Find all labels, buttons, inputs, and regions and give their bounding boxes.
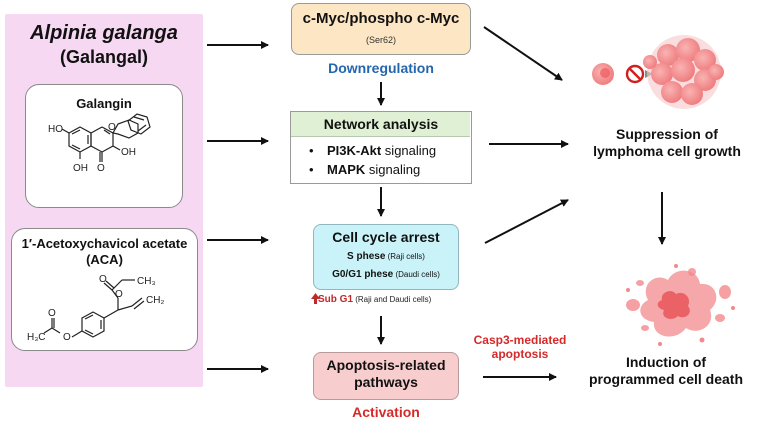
aca-name-line1: 1′-Acetoxychavicol acetate	[21, 236, 188, 251]
aca-name: 1′-Acetoxychavicol acetate (ACA)	[11, 236, 198, 268]
activation-label: Activation	[352, 404, 420, 420]
casp3-line1: Casp3-mediated	[473, 333, 567, 347]
plant-scientific-name: Alpinia galanga	[30, 22, 178, 44]
atom-label: OH	[73, 163, 88, 174]
suppression-line1: Suppression of	[616, 126, 718, 142]
atom-label: CH₂	[146, 295, 164, 306]
suppression-label: Suppression of lymphoma cell growth	[582, 126, 752, 160]
dying-cell-fragments-icon	[626, 264, 735, 346]
plant-title: Alpinia galanga (Galangal)	[5, 22, 203, 68]
phase-name: G0/G1 phese	[332, 269, 394, 280]
suppression-line2: lymphoma cell growth	[593, 143, 741, 159]
network-item-rest: signaling	[381, 143, 437, 158]
apoptosis-title-line2: pathways	[354, 374, 418, 390]
network-analysis-header	[291, 112, 470, 137]
galangin-structure	[61, 113, 151, 162]
cell-cycle-title: Cell cycle arrest	[332, 229, 440, 245]
atom-label: HO	[48, 124, 63, 135]
atom-label: CH₃	[137, 276, 156, 287]
atom-label: H₃C	[27, 332, 46, 343]
myc-box	[291, 3, 471, 55]
cell-death-line1: Induction of	[625, 354, 707, 370]
apoptosis-title: Apoptosis-related pathways	[313, 357, 459, 391]
apoptosis-title-line1: Apoptosis-related	[326, 357, 446, 373]
aca-name-line2: (ACA)	[86, 252, 123, 267]
aca-structure	[43, 279, 145, 338]
downregulation-label: Downregulation	[328, 60, 434, 76]
cell-death-label: Induction of programmed cell death	[578, 354, 754, 388]
cell-death-line2: programmed cell death	[588, 371, 744, 387]
network-item: • PI3K-Akt signaling	[309, 143, 436, 158]
phase-name: S phese	[347, 251, 386, 262]
myc-title: c-Myc/phospho c-Myc	[302, 10, 460, 27]
atom-label: O	[63, 332, 71, 343]
arrow	[483, 26, 563, 81]
bullet: •	[309, 143, 314, 158]
atom-label: O	[97, 163, 105, 174]
sub-g1-label: Sub G1 (Raji and Daudi cells)	[318, 294, 431, 305]
sub-g1-text: Sub G1	[318, 294, 354, 305]
cell-cycle-box	[313, 224, 459, 290]
atom-label: O	[108, 122, 116, 133]
apoptosis-box	[313, 352, 459, 400]
cell-cycle-line: S phese (Raji cells)	[313, 251, 459, 262]
phase-note: (Daudi cells)	[393, 270, 440, 279]
single-cell-icon	[592, 63, 614, 85]
cell-cycle-line: G0/G1 phese (Daudi cells)	[313, 269, 459, 280]
bullet: •	[309, 162, 314, 177]
network-item-bold: MAPK	[327, 162, 366, 177]
atom-label: OH	[121, 147, 136, 158]
network-item-rest: signaling	[365, 162, 421, 177]
atom-label: O	[99, 274, 107, 285]
casp3-label: Casp3-mediated apoptosis	[460, 333, 580, 361]
arrow	[484, 199, 569, 244]
casp3-line2: apoptosis	[491, 347, 549, 361]
myc-subtitle: (Ser62)	[365, 35, 396, 45]
atom-label: O	[48, 308, 56, 319]
atom-label: O	[115, 289, 123, 300]
up-arrow-icon	[311, 293, 320, 304]
phase-note: (Raji cells)	[385, 252, 425, 261]
sub-g1-note: (Raji and Daudi cells)	[353, 295, 432, 304]
tumor-cell-cluster-icon	[643, 35, 724, 109]
plant-common-name: (Galangal)	[59, 47, 148, 67]
network-item-bold: PI3K-Akt	[327, 143, 382, 158]
network-item: • MAPK signaling	[309, 162, 420, 177]
galangin-name: Galangin	[76, 96, 132, 111]
network-analysis-title: Network analysis	[323, 116, 439, 132]
galangin-box	[25, 84, 183, 208]
